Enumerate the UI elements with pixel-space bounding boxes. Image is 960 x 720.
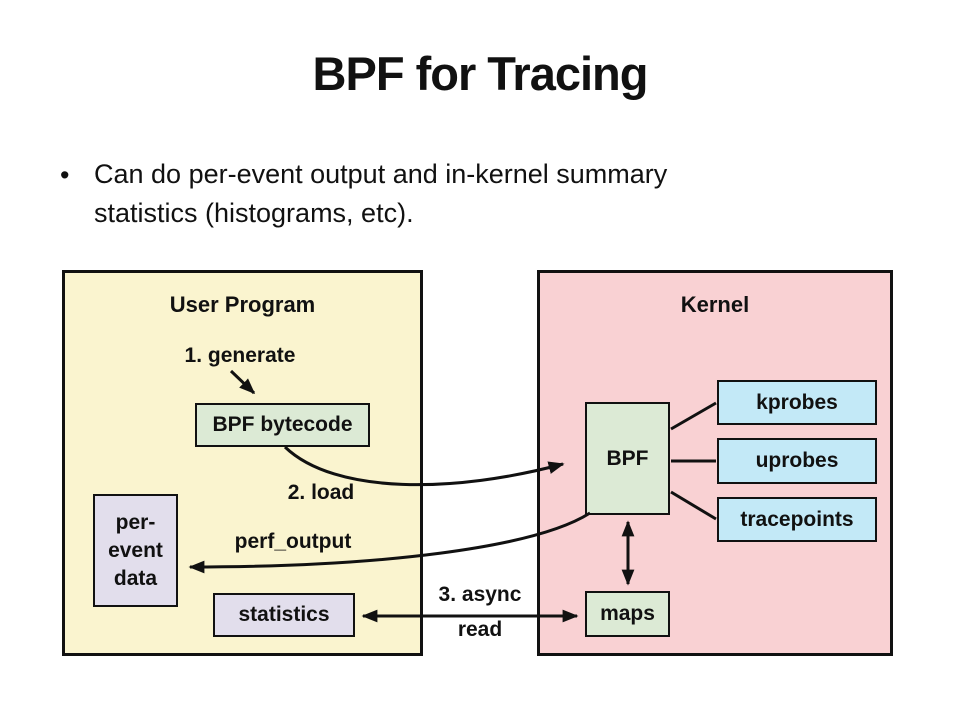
kprobes-box: kprobes xyxy=(717,380,877,425)
async-read-label-line2: read xyxy=(457,618,503,641)
kernel-heading: Kernel xyxy=(680,292,750,317)
bpf-box: BPF xyxy=(585,402,670,515)
maps-box: maps xyxy=(585,591,670,637)
bullet-marker: • xyxy=(60,160,70,190)
uprobes-box: uprobes xyxy=(717,438,877,484)
per-event-data-box: per- event data xyxy=(93,494,178,607)
load-step-label: 2. load xyxy=(287,481,355,504)
bpf-bytecode-box: BPF bytecode xyxy=(195,403,370,447)
async-read-label-line1: 3. async xyxy=(438,583,522,606)
generate-step-label: 1. generate xyxy=(184,344,296,367)
tracepoints-box: tracepoints xyxy=(717,497,877,542)
statistics-box: statistics xyxy=(213,593,355,637)
user-program-heading: User Program xyxy=(169,292,316,317)
perf-output-label: perf_output xyxy=(234,530,352,553)
bullet-text: Can do per-event output and in-kernel su… xyxy=(94,159,668,228)
slide-title: BPF for Tracing xyxy=(312,47,649,100)
